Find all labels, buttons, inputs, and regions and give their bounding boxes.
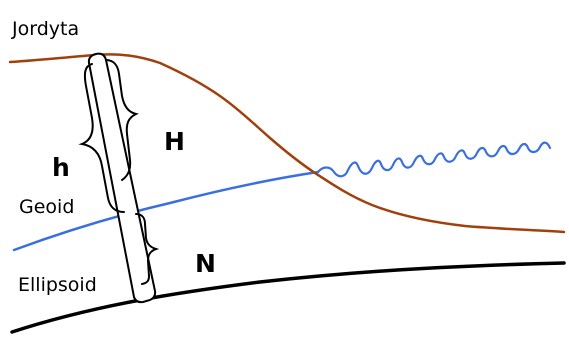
geoid-curve bbox=[12, 170, 320, 252]
orthometric-height-label: H bbox=[164, 127, 185, 156]
height-bar bbox=[87, 52, 157, 304]
topography-label: Jordyta bbox=[12, 18, 80, 40]
topography-curve bbox=[8, 53, 566, 234]
ellipsoid-label: Ellipsoid bbox=[18, 274, 97, 296]
sea-surface-waves bbox=[316, 141, 552, 178]
brace-orthometric bbox=[105, 59, 139, 181]
ellipsoidal-height-label: h bbox=[52, 153, 70, 182]
brace-undulation bbox=[135, 213, 160, 285]
brace-h bbox=[78, 63, 125, 213]
ellipsoid-curve bbox=[10, 261, 566, 334]
geoid-label: Geoid bbox=[19, 196, 75, 218]
geoid-undulation-label: N bbox=[195, 249, 216, 278]
